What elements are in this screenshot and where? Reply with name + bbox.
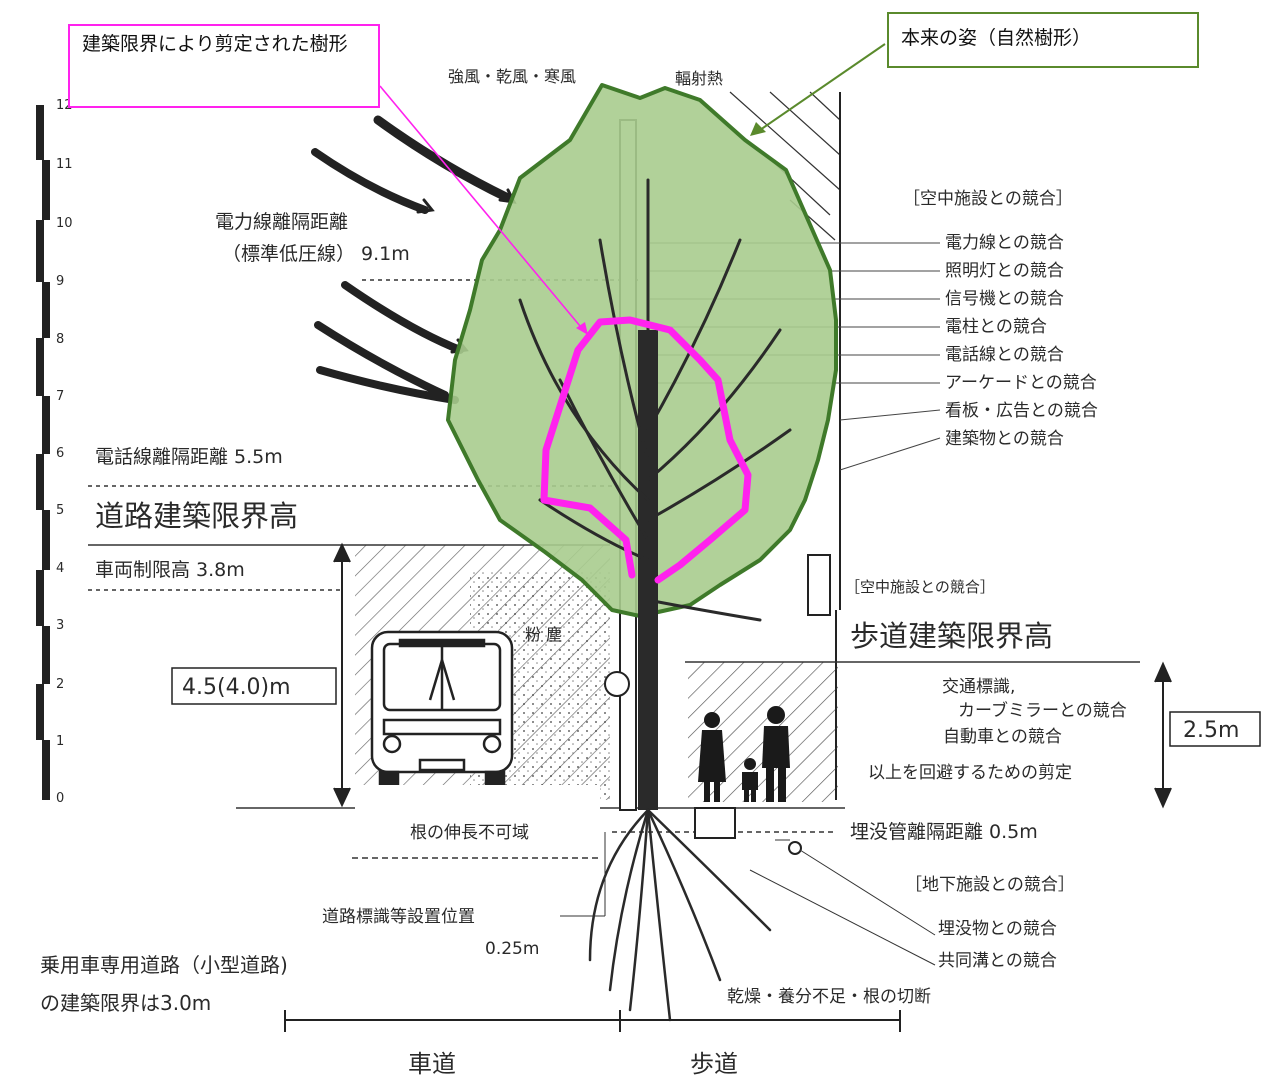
bus-illustration bbox=[370, 630, 514, 788]
pipe-clearance-label: 埋没管離隔距離 0.5m bbox=[850, 821, 1038, 843]
power-clearance-label: 電力線離隔距離 bbox=[215, 211, 348, 233]
air-conflicts-header: ［空中施設との競合］ bbox=[903, 189, 1073, 209]
air-conflict-item: 建築物との競合 bbox=[945, 429, 1064, 449]
natural-shape-callout-text: 本来の姿（自然樹形） bbox=[901, 27, 1092, 49]
roadway-height-box bbox=[171, 667, 337, 705]
root-zone-label: 根の伸長不可域 bbox=[410, 823, 529, 843]
tree-branches bbox=[518, 178, 792, 622]
scale-tick: 4 bbox=[56, 561, 64, 576]
scale-tick: 10 bbox=[56, 216, 73, 231]
road-limit-height-label: 道路建築限界高 bbox=[95, 499, 298, 533]
pruned-shape-callout: 建築限界により剪定された樹形 bbox=[68, 24, 380, 108]
scale-tick: 6 bbox=[56, 446, 64, 461]
dimension-arrows bbox=[333, 542, 1172, 809]
traffic-sign-label: 交通標識, bbox=[942, 677, 1015, 697]
vehicle-limit-label: 車両制限高 3.8m bbox=[95, 559, 245, 581]
air-conflict-item: 照明灯との競合 bbox=[945, 261, 1064, 281]
scale-segment bbox=[36, 454, 44, 510]
wind-arrows bbox=[311, 115, 517, 404]
scale-segment bbox=[42, 160, 50, 220]
passenger-road-label: 乗用車専用道路（小型道路) bbox=[40, 953, 288, 977]
radiant-heat-label: 輻射熱 bbox=[675, 69, 723, 88]
air-conflicts-small-label: ［空中施設との競合］ bbox=[845, 578, 995, 596]
air-conflict-item: 信号機との競合 bbox=[945, 289, 1064, 309]
scale-tick: 9 bbox=[56, 274, 64, 289]
phone-clearance-label: 電話線離隔距離 5.5m bbox=[95, 446, 283, 468]
scale-tick: 7 bbox=[56, 389, 64, 404]
passenger-road-limit: の建築限界は3.0m bbox=[40, 991, 211, 1015]
scale-tick: 11 bbox=[56, 157, 73, 172]
sign-offset-label: 0.25m bbox=[485, 939, 539, 959]
air-conflict-item: 電話線との競合 bbox=[945, 345, 1064, 365]
sign-position-label: 道路標識等設置位置 bbox=[322, 907, 475, 927]
traffic-sign-conflict: カーブミラーとの競合 bbox=[958, 700, 1127, 721]
scale-segment bbox=[36, 684, 44, 740]
scale-segment bbox=[36, 338, 44, 396]
underground-item: 埋没物との競合 bbox=[938, 919, 1057, 939]
scale-segment bbox=[36, 570, 44, 626]
root-damage-label: 乾燥・養分不足・根の切断 bbox=[727, 987, 931, 1007]
avoid-pruning-label: 以上を回避するための剪定 bbox=[868, 763, 1072, 783]
scale-tick: 8 bbox=[56, 332, 64, 347]
label-backdrop bbox=[355, 785, 600, 855]
tree-trunk bbox=[638, 330, 658, 810]
pedestrian-figures bbox=[698, 706, 790, 802]
sidewalk-height-value: 2.5m bbox=[1183, 718, 1239, 743]
scale-tick: 3 bbox=[56, 618, 64, 633]
roadway-label: 車道 bbox=[408, 1050, 456, 1078]
air-conflict-item: 看板・広告との競合 bbox=[945, 401, 1098, 421]
scale-tick: 2 bbox=[56, 677, 64, 692]
natural-shape-callout: 本来の姿（自然樹形） bbox=[887, 12, 1199, 68]
scale-segment bbox=[42, 510, 50, 570]
sidewalk-label: 歩道 bbox=[690, 1050, 738, 1078]
sidewalk-height-box bbox=[1169, 711, 1261, 747]
scale-segment bbox=[42, 626, 50, 684]
tree-roots bbox=[588, 808, 772, 1022]
power-clearance-value: （標準低圧線） 9.1m bbox=[222, 243, 410, 265]
air-conflict-item: アーケードとの競合 bbox=[945, 373, 1097, 393]
underground-item: 共同溝との競合 bbox=[938, 951, 1057, 971]
bottom-dimension bbox=[284, 1010, 901, 1032]
pruned-canopy-outline bbox=[540, 316, 752, 584]
pruned-shape-callout-text: 建築限界により剪定された樹形 bbox=[82, 33, 348, 55]
dust-label: 粉 塵 bbox=[525, 625, 562, 644]
car-conflict-label: 自動車との競合 bbox=[943, 727, 1062, 747]
height-scale: 12 11 10 9 8 7 6 5 4 3 2 1 0 bbox=[36, 98, 73, 806]
scale-tick: 5 bbox=[56, 503, 64, 518]
scale-segment bbox=[42, 740, 50, 800]
scale-tick: 1 bbox=[56, 734, 64, 749]
scale-segment bbox=[36, 105, 44, 160]
sidewalk-limit-height-label: 歩道建築限界高 bbox=[850, 619, 1053, 653]
callout-leaders bbox=[379, 43, 886, 335]
wind-label: 強風・乾風・寒風 bbox=[448, 67, 576, 86]
roadway-height-value: 4.5(4.0)m bbox=[182, 675, 291, 700]
misc-leaders bbox=[560, 832, 936, 966]
air-conflict-item: 電力線との競合 bbox=[945, 233, 1064, 253]
underground-header: ［地下施設との競合］ bbox=[905, 875, 1075, 895]
scale-segment bbox=[36, 220, 44, 282]
air-conflict-item: 電柱との競合 bbox=[945, 317, 1047, 337]
scale-segment bbox=[42, 396, 50, 454]
scale-tick: 0 bbox=[56, 791, 64, 806]
scale-segment bbox=[42, 282, 50, 338]
